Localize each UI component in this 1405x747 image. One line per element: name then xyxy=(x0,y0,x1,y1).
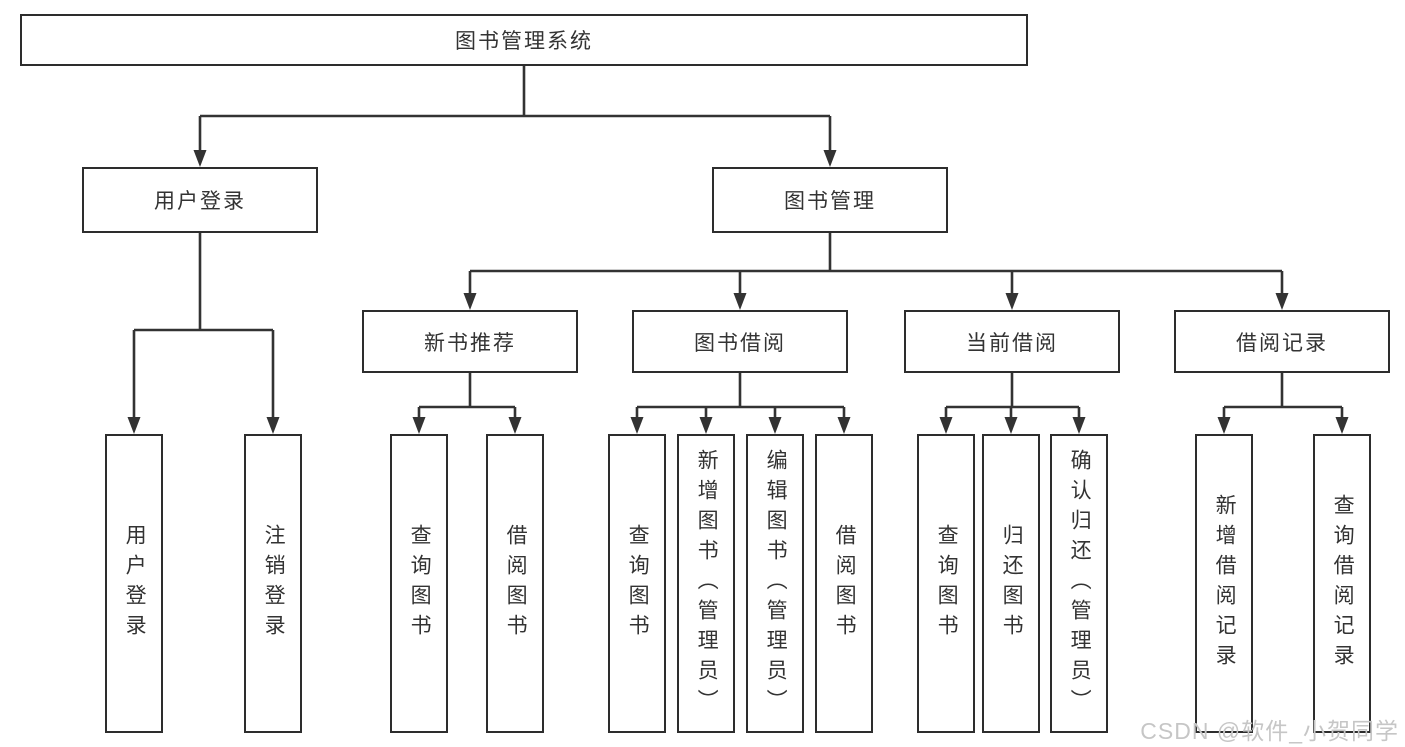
node-book-management: 图书管理 xyxy=(712,167,948,233)
node-leaf-bb-edit-book-admin: 编辑图书（管理员） xyxy=(746,434,804,733)
node-leaf-cb-confirm-return-admin-label: 确认归还（管理员） xyxy=(1068,448,1092,719)
node-leaf-bb-borrow-book: 借阅图书 xyxy=(815,434,873,733)
node-leaf-cb-return-book-label: 归还图书 xyxy=(1000,523,1024,644)
node-leaf-br-add-record-label: 新增借阅记录 xyxy=(1213,493,1237,674)
node-leaf-cb-confirm-return-admin: 确认归还（管理员） xyxy=(1050,434,1108,733)
node-leaf-logout-label: 注销登录 xyxy=(262,523,286,644)
node-new-book-recommend: 新书推荐 xyxy=(362,310,578,373)
node-leaf-cb-return-book: 归还图书 xyxy=(982,434,1040,733)
node-library-management-system-label: 图书管理系统 xyxy=(455,30,593,53)
node-user-login-label: 用户登录 xyxy=(154,190,246,213)
node-library-management-system: 图书管理系统 xyxy=(20,14,1028,66)
node-leaf-bb-add-book-admin-label: 新增图书（管理员） xyxy=(695,448,719,719)
node-leaf-logout: 注销登录 xyxy=(244,434,302,733)
node-borrow-record: 借阅记录 xyxy=(1174,310,1390,373)
node-new-book-recommend-label: 新书推荐 xyxy=(424,331,516,355)
node-current-borrow-label: 当前借阅 xyxy=(966,331,1058,355)
node-leaf-bb-add-book-admin: 新增图书（管理员） xyxy=(677,434,735,733)
node-leaf-nbr-query-book-label: 查询图书 xyxy=(408,523,432,644)
node-leaf-nbr-borrow-book: 借阅图书 xyxy=(486,434,544,733)
node-borrow-record-label: 借阅记录 xyxy=(1236,331,1328,355)
node-book-borrow: 图书借阅 xyxy=(632,310,848,373)
node-leaf-nbr-borrow-book-label: 借阅图书 xyxy=(504,523,528,644)
node-leaf-user-login-label: 用户登录 xyxy=(123,523,147,644)
node-leaf-user-login: 用户登录 xyxy=(105,434,163,733)
node-user-login: 用户登录 xyxy=(82,167,318,233)
csdn-watermark: CSDN @软件_小贺同学 xyxy=(1140,718,1399,744)
node-leaf-cb-query-book-label: 查询图书 xyxy=(935,523,959,644)
node-leaf-bb-borrow-book-label: 借阅图书 xyxy=(833,523,857,644)
node-current-borrow: 当前借阅 xyxy=(904,310,1120,373)
node-leaf-br-add-record: 新增借阅记录 xyxy=(1195,434,1253,733)
node-leaf-bb-query-book: 查询图书 xyxy=(608,434,666,733)
node-leaf-br-query-record: 查询借阅记录 xyxy=(1313,434,1371,733)
node-leaf-br-query-record-label: 查询借阅记录 xyxy=(1331,493,1355,674)
node-leaf-cb-query-book: 查询图书 xyxy=(917,434,975,733)
node-leaf-bb-query-book-label: 查询图书 xyxy=(626,523,650,644)
node-book-management-label: 图书管理 xyxy=(784,190,876,213)
node-book-borrow-label: 图书借阅 xyxy=(694,331,786,355)
node-leaf-nbr-query-book: 查询图书 xyxy=(390,434,448,733)
node-leaf-bb-edit-book-admin-label: 编辑图书（管理员） xyxy=(764,448,788,719)
